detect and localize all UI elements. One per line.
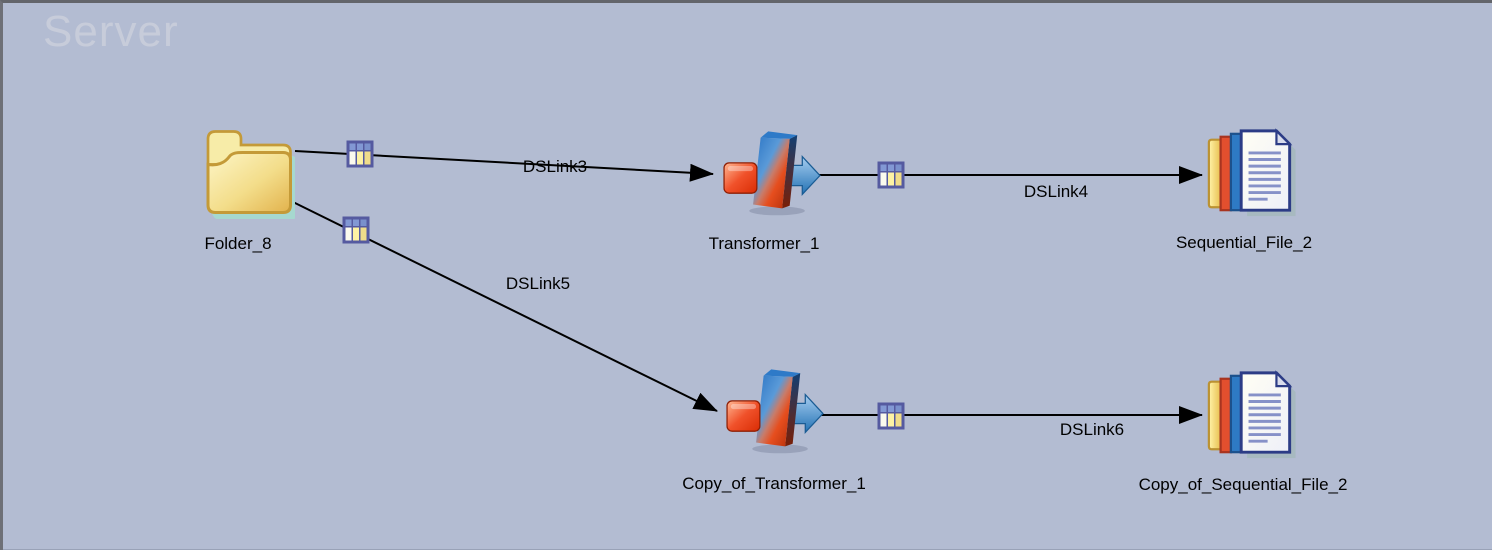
node-label: Transformer_1	[708, 234, 820, 253]
transformer-icon	[719, 126, 825, 220]
link-metadata-icon[interactable]	[341, 215, 371, 245]
sequential-file-icon	[1203, 366, 1297, 462]
node-label: Folder_8	[204, 234, 272, 253]
link-metadata-icon[interactable]	[876, 160, 906, 190]
link-label-dslink4[interactable]: DSLink4	[1023, 182, 1089, 201]
link-metadata-icon[interactable]	[345, 139, 375, 169]
link-metadata-icon[interactable]	[876, 401, 906, 431]
node-label: Sequential_File_2	[1175, 233, 1313, 252]
node-label: Copy_of_Sequential_File_2	[1138, 475, 1348, 494]
link-label-dslink5[interactable]: DSLink5	[505, 274, 571, 293]
transformer-icon	[722, 364, 828, 458]
link-label-dslink3[interactable]: DSLink3	[522, 157, 588, 176]
links-layer	[292, 150, 1203, 424]
sequential-file-icon	[1203, 124, 1297, 220]
node-label: Copy_of_Transformer_1	[682, 474, 866, 493]
server-watermark: Server	[43, 7, 179, 56]
link-label-dslink6[interactable]: DSLink6	[1059, 420, 1125, 439]
folder-icon	[199, 125, 295, 219]
